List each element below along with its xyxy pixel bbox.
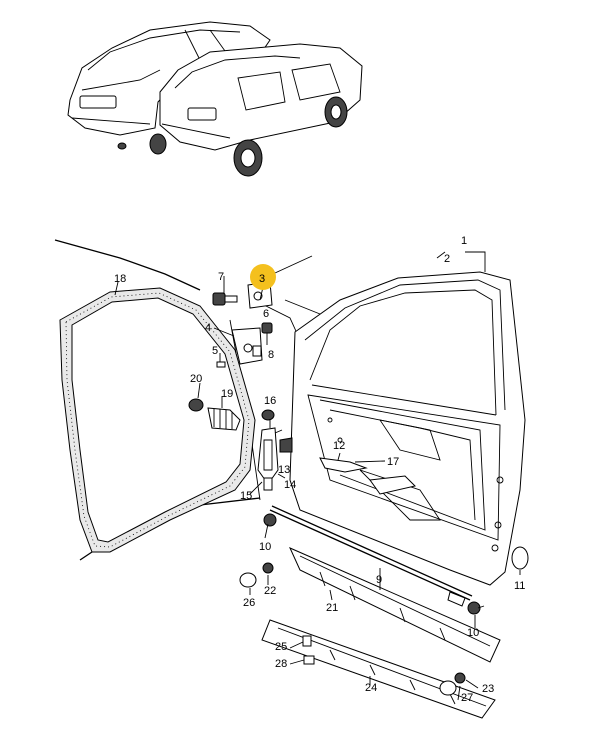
- callout-28: 28: [275, 658, 287, 670]
- callout-14: 14: [284, 479, 296, 491]
- trim-strips: [239, 547, 501, 719]
- callout-25: 25: [275, 641, 287, 653]
- callout-7: 7: [218, 271, 224, 283]
- callout-6: 6: [263, 308, 269, 320]
- callout-18: 18: [114, 273, 126, 285]
- check-strap: [257, 409, 416, 495]
- callout-22: 22: [264, 585, 276, 597]
- callout-20: 20: [190, 373, 202, 385]
- callout-9: 9: [376, 574, 382, 586]
- callout-13: 13: [278, 464, 290, 476]
- car-illustration: [67, 21, 363, 177]
- callout-12: 12: [333, 440, 345, 452]
- bolt-bush: [188, 398, 241, 431]
- callout-4: 4: [205, 322, 211, 334]
- door-sill-rod: [263, 505, 529, 615]
- callout-27: 27: [461, 692, 473, 704]
- callout-19: 19: [221, 388, 233, 400]
- callout-10a: 10: [259, 541, 271, 553]
- callout-26: 26: [243, 597, 255, 609]
- callout-1: 1: [461, 235, 467, 247]
- callout-11: 11: [514, 580, 525, 592]
- highlight-marker: [250, 264, 276, 290]
- callout-21: 21: [326, 602, 338, 614]
- callout-23: 23: [482, 683, 494, 695]
- callout-3: 3: [259, 273, 265, 285]
- door-seal: [59, 287, 256, 553]
- callout-labels: 1 2 3 4 5 6 7 8 9 10 10 11 12 13 14 15 1…: [114, 235, 525, 704]
- leader-lines: [114, 251, 521, 701]
- callout-8: 8: [268, 349, 274, 361]
- callout-16: 16: [264, 395, 276, 407]
- callout-10b: 10: [467, 627, 479, 639]
- callout-24: 24: [365, 682, 377, 694]
- callout-17: 17: [387, 456, 399, 468]
- front-door: [289, 271, 526, 586]
- callout-5: 5: [212, 345, 218, 357]
- callout-2: 2: [444, 253, 450, 265]
- callout-15: 15: [240, 490, 252, 502]
